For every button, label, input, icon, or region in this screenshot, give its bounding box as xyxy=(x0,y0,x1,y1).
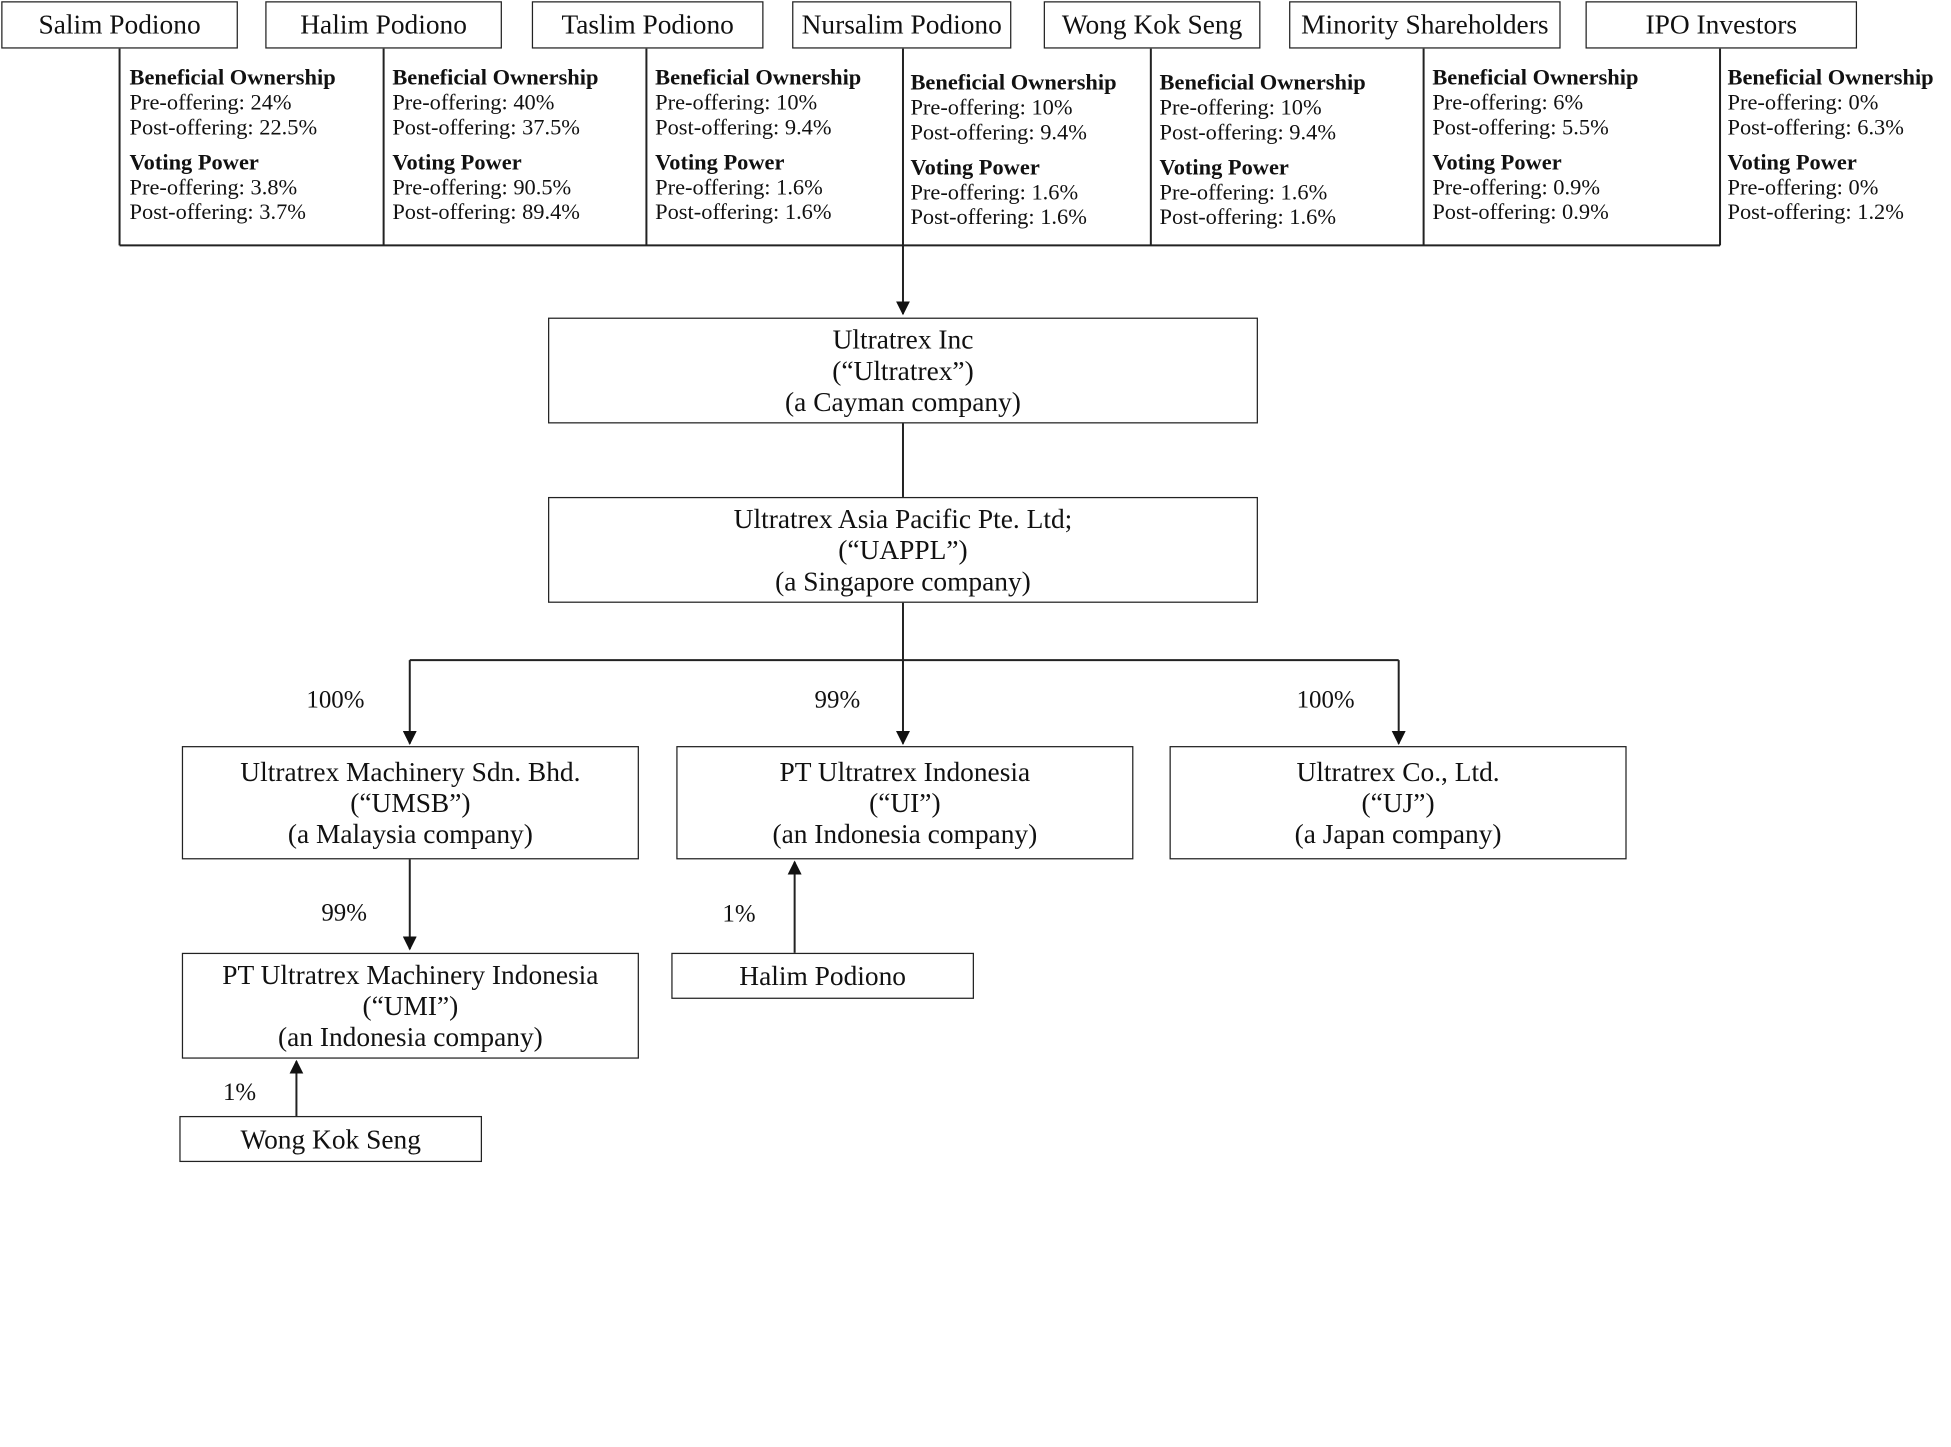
company-jurisdiction: (an Indonesia company) xyxy=(772,818,1038,850)
holder-name: Wong Kok Seng xyxy=(240,1123,421,1155)
company-short-name: (“UJ”) xyxy=(1361,787,1435,819)
company-short-name: (“UI”) xyxy=(869,787,941,819)
vp-pre-offering: Pre-offering: 1.6% xyxy=(655,174,823,200)
shareholder-name: Nursalim Podiono xyxy=(801,8,1002,40)
shareholder-box-salim: Salim Podiono xyxy=(1,1,238,49)
vp-pre-offering: Pre-offering: 0.9% xyxy=(1432,174,1601,200)
company-short-name: (“Ultratrex”) xyxy=(832,354,974,387)
vp-post-offering: Post-offering: 1.6% xyxy=(1159,204,1336,230)
company-name: Ultratrex Inc xyxy=(832,323,974,355)
voting-power-heading: Voting Power xyxy=(129,149,259,175)
company-name: Ultratrex Asia Pacific Pte. Ltd; xyxy=(733,503,1073,535)
ownership-panel-taslim: Beneficial Ownership Pre-offering: 10% P… xyxy=(655,65,861,224)
beneficial-ownership-heading: Beneficial Ownership xyxy=(129,64,336,90)
company-short-name: (“UMI”) xyxy=(362,990,459,1022)
company-box-umi: PT Ultratrex Machinery Indonesia (“UMI”)… xyxy=(181,952,639,1059)
voting-power-heading: Voting Power xyxy=(910,154,1040,180)
vp-pre-offering: Pre-offering: 1.6% xyxy=(1159,179,1328,205)
company-jurisdiction: (a Malaysia company) xyxy=(287,818,533,850)
voting-power-heading: Voting Power xyxy=(655,149,785,175)
company-box-uj: Ultratrex Co., Ltd. (“UJ”) (a Japan comp… xyxy=(1169,746,1627,860)
vp-post-offering: Post-offering: 1.6% xyxy=(910,204,1087,230)
minority-holder-box-wong: Wong Kok Seng xyxy=(179,1115,483,1163)
shareholder-box-nursalim: Nursalim Podiono xyxy=(792,1,1012,49)
vp-pre-offering: Pre-offering: 90.5% xyxy=(392,174,572,200)
shareholder-name: Taslim Podiono xyxy=(561,8,734,40)
voting-power-heading: Voting Power xyxy=(392,149,522,175)
beneficial-ownership-heading: Beneficial Ownership xyxy=(910,69,1117,95)
percent-label-umsb: 100% xyxy=(306,686,365,714)
company-jurisdiction: (a Japan company) xyxy=(1294,818,1502,850)
vp-post-offering: Post-offering: 1.2% xyxy=(1727,199,1904,225)
beneficial-ownership-heading: Beneficial Ownership xyxy=(1432,64,1639,90)
vp-post-offering: Post-offering: 1.6% xyxy=(655,199,832,225)
shareholder-name: Salim Podiono xyxy=(38,8,201,40)
minority-holder-box-halim: Halim Podiono xyxy=(671,952,974,999)
company-name: PT Ultratrex Indonesia xyxy=(779,756,1031,788)
company-box-ultratrex: Ultratrex Inc (“Ultratrex”) (a Cayman co… xyxy=(548,317,1258,424)
holder-name: Halim Podiono xyxy=(739,960,907,992)
company-name: Ultratrex Co., Ltd. xyxy=(1296,756,1500,788)
bo-pre-offering: Pre-offering: 40% xyxy=(392,89,555,115)
bo-pre-offering: Pre-offering: 6% xyxy=(1432,89,1584,115)
company-name: Ultratrex Machinery Sdn. Bhd. xyxy=(240,756,581,788)
bo-post-offering: Post-offering: 9.4% xyxy=(655,114,832,140)
ownership-panel-nursalim: Beneficial Ownership Pre-offering: 10% P… xyxy=(910,70,1116,229)
shareholder-name: Wong Kok Seng xyxy=(1061,8,1243,40)
bo-pre-offering: Pre-offering: 0% xyxy=(1727,89,1879,115)
shareholder-name: Minority Shareholders xyxy=(1301,8,1549,40)
company-box-umsb: Ultratrex Machinery Sdn. Bhd. (“UMSB”) (… xyxy=(181,746,639,860)
vp-pre-offering: Pre-offering: 3.8% xyxy=(129,174,298,200)
ownership-panel-halim: Beneficial Ownership Pre-offering: 40% P… xyxy=(392,65,598,224)
bo-post-offering: Post-offering: 5.5% xyxy=(1432,114,1609,140)
ownership-panel-ipo: Beneficial Ownership Pre-offering: 0% Po… xyxy=(1728,65,1934,224)
bo-post-offering: Post-offering: 9.4% xyxy=(1159,119,1336,145)
bo-post-offering: Post-offering: 37.5% xyxy=(392,114,580,140)
shareholder-box-halim: Halim Podiono xyxy=(265,1,502,49)
bo-pre-offering: Pre-offering: 10% xyxy=(655,89,818,115)
beneficial-ownership-heading: Beneficial Ownership xyxy=(1727,64,1934,90)
percent-label-ui: 99% xyxy=(814,686,861,714)
beneficial-ownership-heading: Beneficial Ownership xyxy=(1159,69,1366,95)
vp-post-offering: Post-offering: 89.4% xyxy=(392,199,580,225)
ownership-panel-minority: Beneficial Ownership Pre-offering: 6% Po… xyxy=(1432,65,1638,224)
bo-pre-offering: Pre-offering: 10% xyxy=(910,94,1073,120)
bo-post-offering: Post-offering: 9.4% xyxy=(910,119,1087,145)
company-jurisdiction: (a Cayman company) xyxy=(785,386,1021,418)
ownership-panel-wong: Beneficial Ownership Pre-offering: 10% P… xyxy=(1160,70,1366,229)
percent-label-umi: 99% xyxy=(321,899,368,927)
vp-pre-offering: Pre-offering: 0% xyxy=(1727,174,1879,200)
bo-post-offering: Post-offering: 6.3% xyxy=(1727,114,1904,140)
vp-post-offering: Post-offering: 0.9% xyxy=(1432,199,1609,225)
company-name: PT Ultratrex Machinery Indonesia xyxy=(222,959,599,991)
shareholder-name: Halim Podiono xyxy=(300,8,467,40)
connector-lines xyxy=(118,48,1722,1118)
percent-label-umi-minority: 1% xyxy=(222,1078,257,1107)
beneficial-ownership-heading: Beneficial Ownership xyxy=(392,64,599,90)
bo-pre-offering: Pre-offering: 24% xyxy=(129,89,292,115)
ownership-panel-salim: Beneficial Ownership Pre-offering: 24% P… xyxy=(130,65,336,224)
voting-power-heading: Voting Power xyxy=(1432,149,1562,175)
shareholder-box-wong: Wong Kok Seng xyxy=(1043,1,1261,49)
company-jurisdiction: (an Indonesia company) xyxy=(277,1021,543,1053)
bo-post-offering: Post-offering: 22.5% xyxy=(129,114,318,140)
shareholder-box-ipo: IPO Investors xyxy=(1585,1,1858,49)
percent-label-ui-minority: 1% xyxy=(722,900,756,928)
company-box-ui: PT Ultratrex Indonesia (“UI”) (an Indone… xyxy=(676,746,1134,860)
company-short-name: (“UAPPL”) xyxy=(838,534,968,566)
voting-power-heading: Voting Power xyxy=(1727,149,1857,175)
voting-power-heading: Voting Power xyxy=(1159,154,1289,180)
beneficial-ownership-heading: Beneficial Ownership xyxy=(655,64,862,90)
bo-pre-offering: Pre-offering: 10% xyxy=(1159,94,1322,120)
vp-post-offering: Post-offering: 3.7% xyxy=(129,199,306,225)
company-short-name: (“UMSB”) xyxy=(350,787,471,819)
shareholder-box-taslim: Taslim Podiono xyxy=(531,1,764,49)
company-jurisdiction: (a Singapore company) xyxy=(775,565,1031,597)
company-box-uappl: Ultratrex Asia Pacific Pte. Ltd; (“UAPPL… xyxy=(548,496,1258,603)
percent-label-uj: 100% xyxy=(1296,686,1355,714)
vp-pre-offering: Pre-offering: 1.6% xyxy=(910,179,1079,205)
shareholder-name: IPO Investors xyxy=(1645,8,1798,40)
shareholder-box-minority: Minority Shareholders xyxy=(1289,1,1561,49)
